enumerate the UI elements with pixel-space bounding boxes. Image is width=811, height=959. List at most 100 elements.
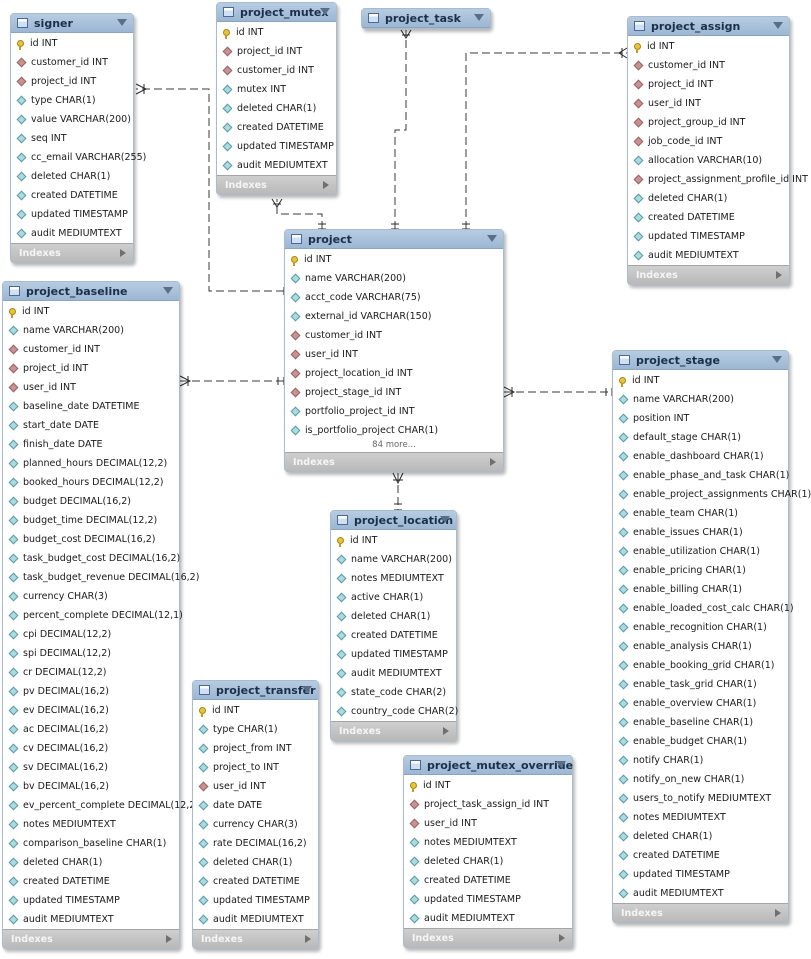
collapse-chevron-icon[interactable] — [302, 686, 312, 693]
collapse-chevron-icon[interactable] — [440, 516, 450, 523]
column-row[interactable]: spi DECIMAL(12,2) — [3, 644, 179, 663]
table-header[interactable]: project_location — [331, 511, 456, 530]
column-row[interactable]: updated TIMESTAMP — [613, 865, 788, 884]
column-row[interactable]: project_id INT — [11, 72, 133, 91]
column-row[interactable]: project_to INT — [193, 758, 318, 777]
column-row[interactable]: mutex INT — [217, 80, 336, 99]
column-row[interactable]: project_group_id INT — [628, 113, 789, 132]
column-row[interactable]: ac DECIMAL(16,2) — [3, 720, 179, 739]
column-row[interactable]: enable_task_grid CHAR(1) — [613, 675, 788, 694]
indexes-section[interactable]: Indexes — [193, 929, 318, 948]
column-row[interactable]: project_location_id INT — [285, 364, 503, 383]
column-row[interactable]: created DATETIME — [193, 872, 318, 891]
column-row[interactable]: id INT — [331, 531, 456, 550]
column-row[interactable]: id INT — [11, 34, 133, 53]
column-row[interactable]: type CHAR(1) — [193, 720, 318, 739]
column-row[interactable]: external_id VARCHAR(150) — [285, 307, 503, 326]
column-row[interactable]: baseline_date DATETIME — [3, 397, 179, 416]
collapse-chevron-icon[interactable] — [320, 8, 330, 15]
column-row[interactable]: enable_project_assignments CHAR(1) — [613, 485, 811, 504]
column-row[interactable]: name VARCHAR(200) — [331, 550, 456, 569]
column-row[interactable]: country_code CHAR(2) — [331, 702, 458, 721]
column-row[interactable]: audit MEDIUMTEXT — [613, 884, 788, 903]
column-row[interactable]: seq INT — [11, 129, 133, 148]
column-row[interactable]: project_stage_id INT — [285, 383, 503, 402]
column-row[interactable]: audit MEDIUMTEXT — [3, 910, 179, 929]
column-row[interactable]: acct_code VARCHAR(75) — [285, 288, 503, 307]
indexes-section[interactable]: Indexes — [613, 903, 788, 922]
column-row[interactable]: notes MEDIUMTEXT — [613, 808, 788, 827]
column-row[interactable]: id INT — [613, 371, 788, 390]
column-row[interactable]: customer_id INT — [628, 56, 789, 75]
column-row[interactable]: customer_id INT — [3, 340, 179, 359]
column-row[interactable]: created DATETIME — [404, 871, 572, 890]
collapse-chevron-icon[interactable] — [163, 287, 173, 294]
column-row[interactable]: user_id INT — [404, 814, 572, 833]
column-row[interactable]: enable_analysis CHAR(1) — [613, 637, 788, 656]
column-row[interactable]: booked_hours DECIMAL(12,2) — [3, 473, 179, 492]
column-row[interactable]: cpi DECIMAL(12,2) — [3, 625, 179, 644]
column-row[interactable]: name VARCHAR(200) — [613, 390, 788, 409]
table-header[interactable]: signer — [11, 14, 133, 33]
collapse-chevron-icon[interactable] — [474, 14, 484, 21]
column-row[interactable]: deleted CHAR(1) — [613, 827, 788, 846]
column-row[interactable]: updated TIMESTAMP — [404, 890, 572, 909]
indexes-section[interactable]: Indexes — [404, 928, 572, 947]
column-row[interactable]: position INT — [613, 409, 788, 428]
column-row[interactable]: deleted CHAR(1) — [3, 853, 179, 872]
column-row[interactable]: name VARCHAR(200) — [285, 269, 503, 288]
column-row[interactable]: created DATETIME — [628, 208, 789, 227]
table-header[interactable]: project_assign — [628, 17, 789, 36]
more-columns-label[interactable]: 84 more... — [372, 440, 416, 450]
column-row[interactable]: project_task_assign_id INT — [404, 795, 572, 814]
column-row[interactable]: deleted CHAR(1) — [217, 99, 336, 118]
column-row[interactable]: ev_percent_complete DECIMAL(12,2) — [3, 796, 199, 815]
column-row[interactable]: id INT — [193, 701, 318, 720]
column-row[interactable]: enable_issues CHAR(1) — [613, 523, 788, 542]
column-row[interactable]: updated TIMESTAMP — [3, 891, 179, 910]
column-row[interactable]: enable_dashboard CHAR(1) — [613, 447, 788, 466]
column-row[interactable]: sv DECIMAL(16,2) — [3, 758, 179, 777]
column-row[interactable]: date DATE — [193, 796, 318, 815]
column-row[interactable]: updated TIMESTAMP — [331, 645, 456, 664]
column-row[interactable]: created DATETIME — [613, 846, 788, 865]
column-row[interactable]: type CHAR(1) — [11, 91, 133, 110]
indexes-section[interactable]: Indexes — [217, 175, 336, 194]
column-row[interactable]: comparison_baseline CHAR(1) — [3, 834, 179, 853]
column-row[interactable]: cv DECIMAL(16,2) — [3, 739, 179, 758]
column-row[interactable]: notes MEDIUMTEXT — [404, 833, 572, 852]
column-row[interactable]: default_stage CHAR(1) — [613, 428, 788, 447]
column-row[interactable]: start_date DATE — [3, 416, 179, 435]
column-row[interactable]: audit MEDIUMTEXT — [331, 664, 456, 683]
column-row[interactable]: pv DECIMAL(16,2) — [3, 682, 179, 701]
table-project-task[interactable]: project_task — [361, 8, 491, 29]
column-row[interactable]: id INT — [217, 23, 336, 42]
column-row[interactable]: project_from INT — [193, 739, 318, 758]
column-row[interactable]: audit MEDIUMTEXT — [11, 224, 133, 243]
column-row[interactable]: audit MEDIUMTEXT — [628, 246, 789, 265]
column-row[interactable]: enable_budget CHAR(1) — [613, 732, 788, 751]
column-row[interactable]: percent_complete DECIMAL(12,1) — [3, 606, 183, 625]
column-row[interactable]: customer_id INT — [217, 61, 336, 80]
column-row[interactable]: users_to_notify MEDIUMTEXT — [613, 789, 788, 808]
column-row[interactable]: enable_recognition CHAR(1) — [613, 618, 788, 637]
collapse-chevron-icon[interactable] — [772, 356, 782, 363]
column-row[interactable]: deleted CHAR(1) — [193, 853, 318, 872]
column-row[interactable]: user_id INT — [193, 777, 318, 796]
collapse-chevron-icon[interactable] — [487, 235, 497, 242]
column-row[interactable]: planned_hours DECIMAL(12,2) — [3, 454, 179, 473]
column-row[interactable]: project_assignment_profile_id INT — [628, 170, 808, 189]
column-row[interactable]: created DATETIME — [3, 872, 179, 891]
column-row[interactable]: enable_baseline CHAR(1) — [613, 713, 788, 732]
column-row[interactable]: enable_phase_and_task CHAR(1) — [613, 466, 789, 485]
indexes-section[interactable]: Indexes — [285, 452, 503, 471]
column-row[interactable]: id INT — [285, 250, 503, 269]
column-row[interactable]: currency CHAR(3) — [193, 815, 318, 834]
column-row[interactable]: allocation VARCHAR(10) — [628, 151, 789, 170]
column-row[interactable]: project_id INT — [217, 42, 336, 61]
